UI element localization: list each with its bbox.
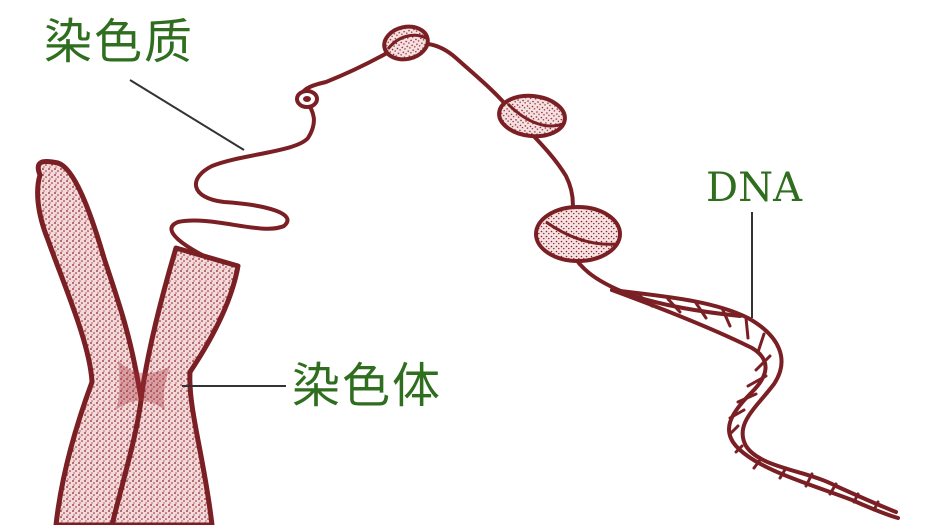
chromatid-right [109,245,241,525]
centromere [116,360,170,410]
chromatin-label: 染色质 [44,14,195,70]
nucleosome-1 [382,24,430,62]
chromatin-knot [295,89,319,109]
dna-helix [610,288,900,520]
nucleosome-3 [534,205,622,263]
dna-label: DNA [706,165,802,211]
nucleosome-string [394,41,742,318]
chromatin-leader [129,79,245,151]
chromosome [35,159,241,525]
chromatin-fiber [169,46,398,260]
nucleosome-2 [497,93,567,139]
chromosome-label: 染色体 [292,358,443,414]
